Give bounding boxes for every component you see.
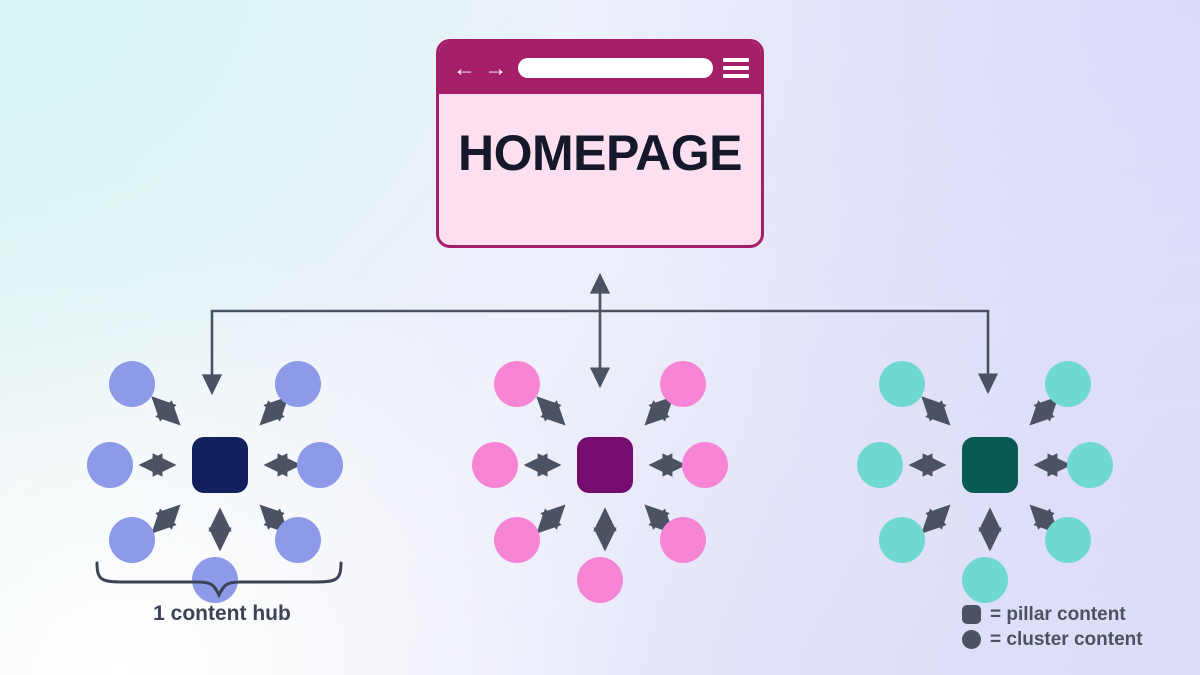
cluster-node (660, 361, 706, 407)
content-hub-brace (95, 561, 343, 599)
cluster-right (855, 345, 1115, 603)
cluster-node (494, 361, 540, 407)
cluster-node (109, 361, 155, 407)
legend-row-cluster: = cluster content (962, 627, 1143, 652)
cluster-node (109, 517, 155, 563)
url-input[interactable] (518, 58, 713, 78)
pillar-swatch-icon (962, 605, 981, 624)
cluster-node (1045, 361, 1091, 407)
cluster-left (85, 345, 345, 603)
homepage-browser-card: ← → HOMEPAGE (436, 39, 764, 248)
cluster-node (472, 442, 518, 488)
cluster-left-spokes (138, 396, 302, 552)
cluster-node (1067, 442, 1113, 488)
cluster-node (660, 517, 706, 563)
legend-row-pillar: = pillar content (962, 602, 1143, 627)
cluster-node (879, 517, 925, 563)
hamburger-icon[interactable] (723, 58, 749, 78)
legend-cluster-label: = cluster content (990, 628, 1143, 650)
legend: = pillar content = cluster content (962, 602, 1143, 652)
pillar-content-node (192, 437, 248, 493)
cluster-node (192, 557, 238, 603)
cluster-node (879, 361, 925, 407)
cluster-node (857, 442, 903, 488)
cluster-node (577, 557, 623, 603)
cluster-swatch-icon (962, 630, 981, 649)
legend-pillar-label: = pillar content (990, 603, 1126, 625)
cluster-node (1045, 517, 1091, 563)
page-title: HOMEPAGE (458, 125, 743, 181)
cluster-node (682, 442, 728, 488)
cluster-center (470, 345, 730, 603)
browser-viewport: HOMEPAGE (439, 94, 761, 245)
browser-toolbar: ← → (439, 42, 761, 94)
pillar-content-node (577, 437, 633, 493)
back-forward-arrows-icon[interactable]: ← → (453, 54, 509, 81)
cluster-node (494, 517, 540, 563)
cluster-node (87, 442, 133, 488)
cluster-center-spokes (523, 396, 687, 552)
cluster-node (962, 557, 1008, 603)
cluster-node (275, 517, 321, 563)
cluster-node (297, 442, 343, 488)
content-hub-label: 1 content hub (153, 602, 291, 625)
cluster-node (275, 361, 321, 407)
pillar-content-node (962, 437, 1018, 493)
